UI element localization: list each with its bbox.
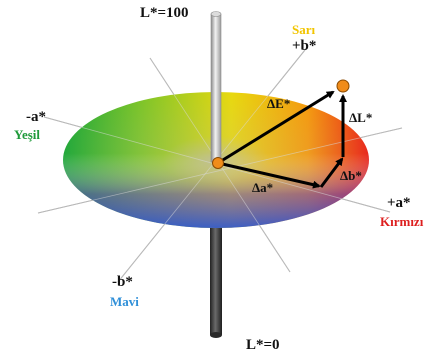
mavi-label: Mavi bbox=[110, 294, 139, 309]
delta-a-arrow bbox=[217, 161, 321, 189]
plus-a-label: +a* bbox=[387, 195, 411, 211]
delta-a-label: Δa* bbox=[252, 180, 274, 195]
sari-label: Sarı bbox=[292, 22, 316, 37]
yesil-label: Yeşil bbox=[14, 127, 40, 142]
minus-b-label: -b* bbox=[112, 274, 133, 290]
sample-point bbox=[336, 79, 350, 93]
delta-e-label: ΔE* bbox=[267, 96, 291, 111]
delta-e-arrow bbox=[217, 90, 335, 165]
lightness-axis-bottom bbox=[210, 205, 222, 338]
delta-b-arrow bbox=[319, 157, 344, 188]
lightness-axis-top bbox=[210, 11, 222, 163]
l-top-label: L*=100 bbox=[140, 5, 189, 21]
kirmizi-label: Kırmızı bbox=[380, 214, 424, 229]
l-bottom-label: L*=0 bbox=[246, 337, 280, 353]
plus-b-label: +b* bbox=[292, 38, 317, 54]
reference-point bbox=[212, 157, 224, 169]
minus-a-label: -a* bbox=[26, 109, 46, 125]
delta-l-label: ΔL* bbox=[349, 110, 373, 125]
difference-vectors bbox=[217, 90, 347, 189]
delta-b-label: Δb* bbox=[340, 168, 362, 183]
